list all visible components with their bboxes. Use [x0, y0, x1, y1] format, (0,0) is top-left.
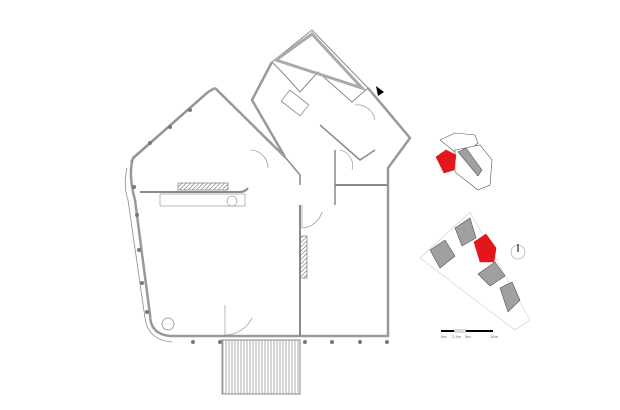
site-plan	[419, 211, 531, 331]
north-arrow-icon	[510, 244, 526, 260]
bathroom-wing	[271, 29, 369, 103]
exterior-wall	[129, 61, 412, 338]
apartment-walls	[124, 29, 412, 343]
balcony	[221, 339, 301, 395]
window-markers	[132, 108, 389, 344]
scale-label-2: 5m	[465, 335, 471, 339]
scale-bar: 0m 2,5m 5m 10m	[441, 329, 498, 339]
keyplan-highlight-unit	[435, 149, 457, 174]
keyplan-building	[435, 132, 493, 191]
site-highlight-building	[473, 233, 497, 263]
scale-label-1: 2,5m	[452, 335, 462, 339]
scale-label-0: 0m	[441, 335, 447, 339]
entrance-arrow-icon	[376, 86, 384, 96]
scale-label-3: 10m	[490, 335, 498, 339]
